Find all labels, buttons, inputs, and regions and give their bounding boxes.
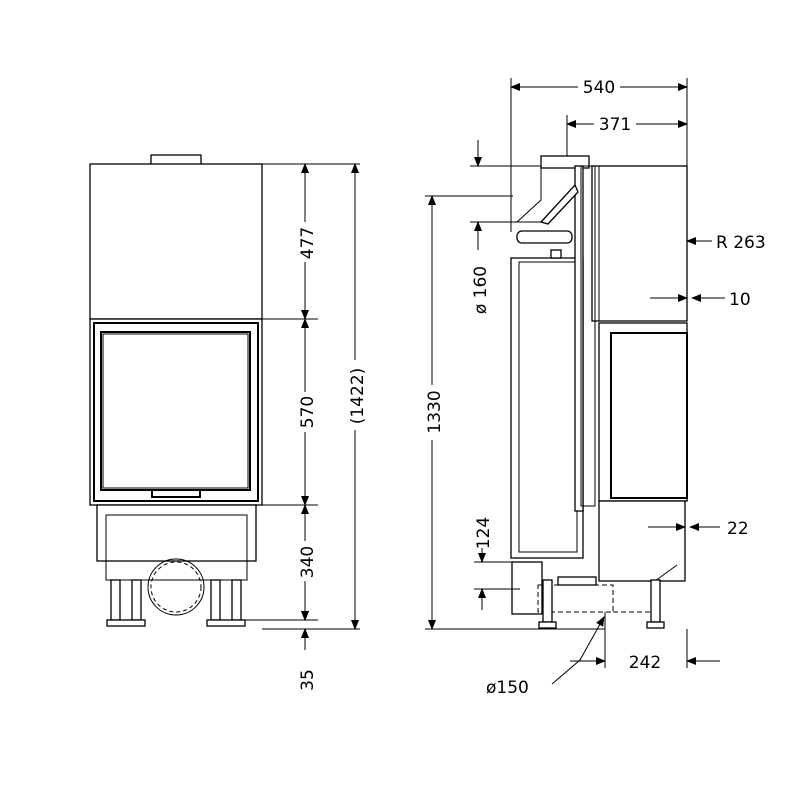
- side-base: [598, 500, 686, 582]
- side-frame: [574, 165, 584, 512]
- dim-10: 10: [729, 290, 751, 310]
- side-hood: [591, 165, 688, 322]
- side-glass: [598, 322, 688, 502]
- dim-22: 22: [727, 519, 749, 539]
- dim-air-150: ø150: [486, 678, 529, 698]
- air-inlet-circle: [147, 558, 205, 616]
- dim-1422: (1422): [348, 368, 368, 425]
- dim-570: 570: [298, 396, 318, 428]
- side-chamber: [510, 257, 584, 559]
- dim-1330: 1330: [425, 390, 445, 433]
- flue-pipe: [540, 155, 590, 169]
- side-legs: [538, 579, 665, 629]
- side-view: 540 371: [424, 76, 766, 698]
- front-view: 477 570 340 35 (1422): [89, 154, 368, 691]
- dim-r263: R 263: [716, 233, 766, 253]
- glass-pane: [100, 331, 251, 491]
- base-box: [96, 504, 257, 562]
- baffle-plate: [516, 230, 573, 244]
- firebox-frame: [89, 318, 263, 506]
- door-handle: [151, 490, 201, 498]
- dim-flue-160: ø 160: [471, 266, 491, 314]
- dim-540: 540: [583, 78, 615, 98]
- dim-340: 340: [298, 546, 318, 578]
- door-outer: [93, 322, 259, 502]
- dim-242: 242: [629, 653, 661, 673]
- legs: [106, 579, 246, 627]
- dim-35: 35: [298, 669, 318, 691]
- hood-panel: [89, 163, 263, 320]
- dim-371: 371: [599, 115, 631, 135]
- air-pipe: [537, 584, 614, 613]
- dim-124: 124: [474, 517, 494, 549]
- dim-477: 477: [298, 227, 318, 259]
